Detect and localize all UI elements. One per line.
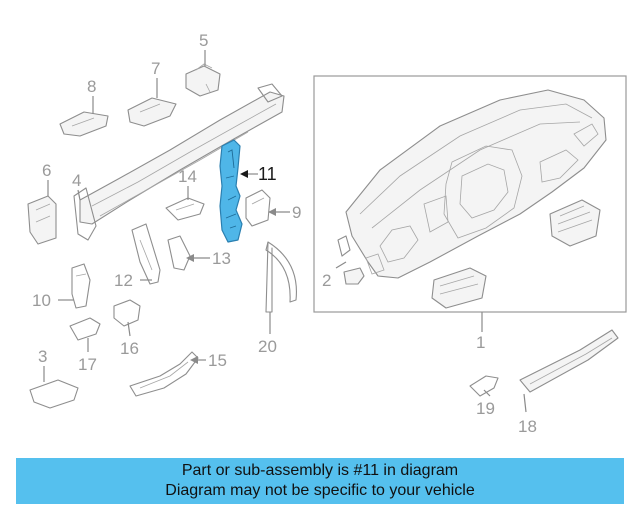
arrow-13	[186, 254, 194, 262]
callout-12: 12	[114, 271, 133, 290]
banner-line-disclaimer: Diagram may not be specific to your vehi…	[165, 482, 475, 499]
leader-lines	[43, 50, 527, 413]
callout-9: 9	[292, 203, 301, 222]
rail-part-18	[519, 329, 619, 393]
dashboard-frame	[313, 75, 627, 313]
clip-part-2	[337, 235, 365, 285]
bracket-part-7	[127, 97, 177, 127]
bracket-part-5	[185, 63, 221, 97]
callout-13: 13	[212, 249, 231, 268]
callout-5: 5	[199, 31, 208, 50]
bracket-part-8	[59, 111, 109, 137]
callout-19: 19	[476, 399, 495, 418]
leader-arrows	[186, 170, 276, 364]
callout-18: 18	[518, 417, 537, 436]
info-banner: Part or sub-assembly is #11 in diagram D…	[16, 458, 624, 504]
callout-2: 2	[322, 271, 331, 290]
bracket-part-9	[245, 189, 271, 227]
callout-7: 7	[151, 59, 160, 78]
bracket-part-6	[27, 195, 57, 245]
callout-15: 15	[208, 351, 227, 370]
callout-10: 10	[32, 291, 51, 310]
callout-6: 6	[42, 161, 51, 180]
center-vent-lower	[431, 267, 487, 309]
brace-part-15	[129, 351, 199, 397]
bracket-part-3	[29, 379, 79, 409]
support-part-11-highlighted	[219, 139, 243, 243]
instrument-panel	[345, 89, 607, 279]
banner-line-part: Part or sub-assembly is #11 in diagram	[181, 462, 459, 479]
seal-part-20	[265, 241, 297, 313]
bracket-part-14	[165, 197, 205, 221]
arrow-9	[268, 208, 276, 216]
cross-car-beam	[73, 83, 285, 241]
bracket-part-17	[69, 317, 101, 341]
bracket-part-16	[113, 299, 141, 327]
callout-numbers: 5 7 8 6 4 14 11 9 13 12 10 16 17 15 3 20…	[32, 31, 537, 436]
callout-11: 11	[258, 164, 277, 184]
callout-17: 17	[78, 355, 97, 374]
arrow-15	[190, 356, 198, 364]
callout-4: 4	[72, 171, 81, 190]
arrow-11	[240, 170, 248, 178]
callout-3: 3	[38, 347, 47, 366]
callout-8: 8	[87, 77, 96, 96]
bracket-part-19	[469, 375, 499, 397]
brace-part-12	[131, 223, 161, 285]
callout-1: 1	[476, 333, 485, 352]
bracket-part-13	[167, 235, 191, 271]
bracket-part-10	[71, 263, 91, 309]
side-vent-right	[549, 199, 601, 247]
parts-diagram: 5 7 8 6 4 14 11 9 13 12 10 16 17 15 3 20…	[27, 31, 627, 436]
callout-14: 14	[178, 167, 197, 186]
callout-16: 16	[120, 339, 139, 358]
callout-20: 20	[258, 337, 277, 356]
